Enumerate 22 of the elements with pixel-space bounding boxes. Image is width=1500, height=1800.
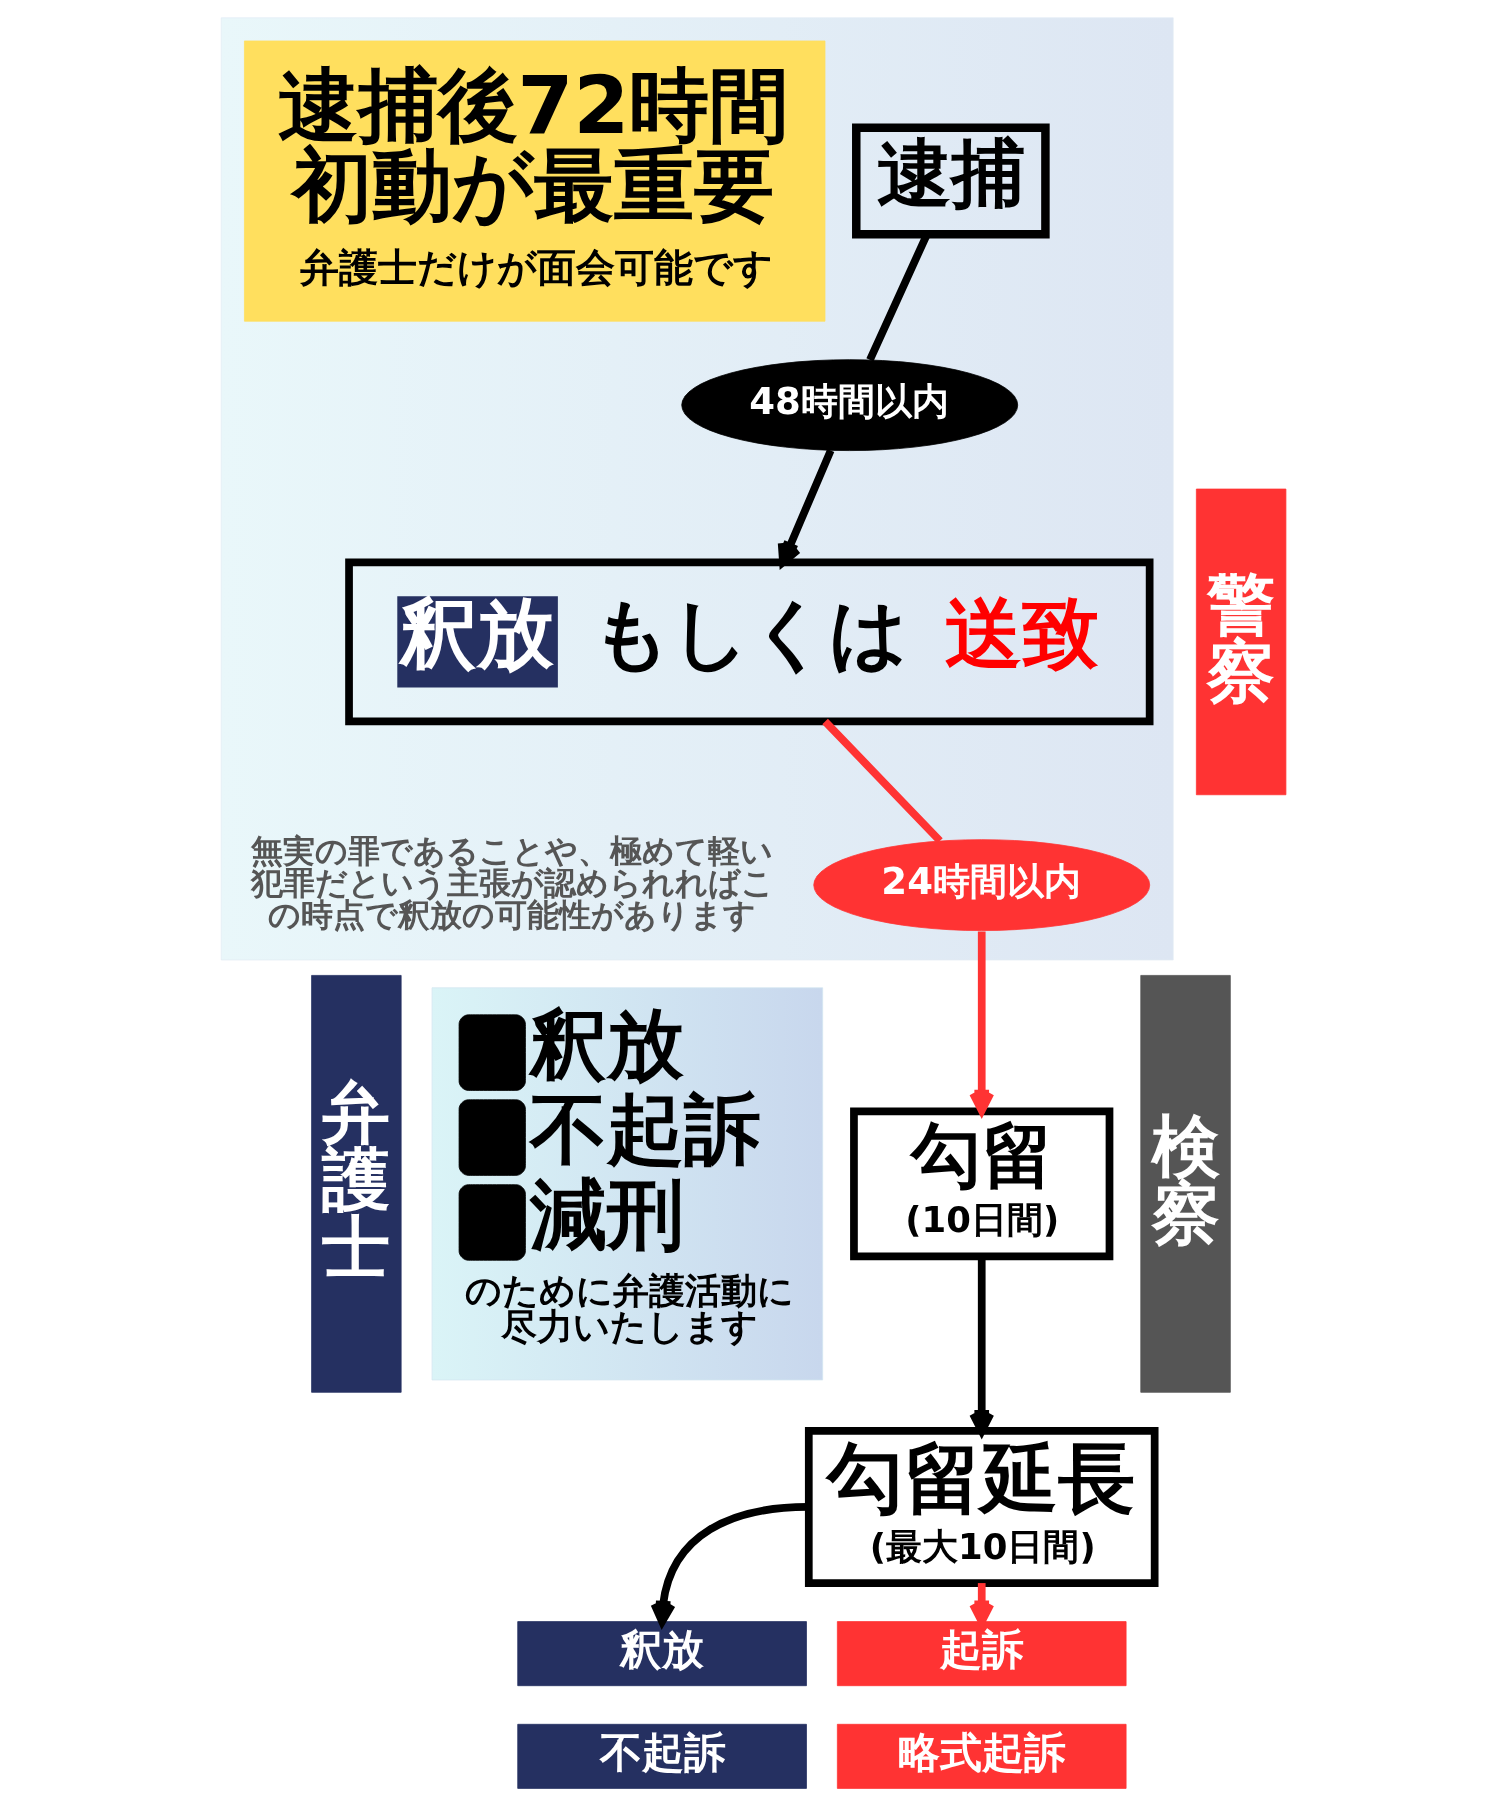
arrow: [968, 1257, 994, 1437]
node-box: 弁護士: [310, 975, 402, 1393]
node-box: 警察: [1195, 488, 1286, 796]
node-box: 起訴: [836, 1621, 1126, 1687]
connector: [821, 718, 943, 844]
cluster: [220, 17, 1174, 961]
label: 無実の罪であることや、極めて軽い犯罪だという主張が認められればこの時点で釈放の可能性があります: [250, 831, 774, 935]
node-box: 不起訴: [516, 1723, 807, 1789]
node-box: 逮捕: [851, 123, 1050, 239]
node-box: 釈放 不起訴 減刑 のために弁護活動に尽力いたします: [431, 987, 823, 1381]
arrow: [968, 931, 994, 1116]
node-box: 逮捕後72時間初動が最重要 弁護士だけが面会可能です: [243, 40, 825, 322]
node-box: 勾留延長 (最大10日間): [804, 1427, 1158, 1587]
node-box: 検察: [1139, 975, 1231, 1393]
node-ellipse: 48時間以内: [680, 359, 1018, 451]
node-box: 釈放 もしくは 送致: [344, 558, 1153, 726]
node-box: 略式起訴: [836, 1723, 1126, 1789]
node-ellipse: 24時間以内: [812, 839, 1150, 931]
arrow: [777, 448, 834, 568]
node-box: 勾留 (10日間): [849, 1107, 1113, 1261]
arrow: [650, 1503, 808, 1627]
node-box: 釈放: [516, 1621, 807, 1687]
